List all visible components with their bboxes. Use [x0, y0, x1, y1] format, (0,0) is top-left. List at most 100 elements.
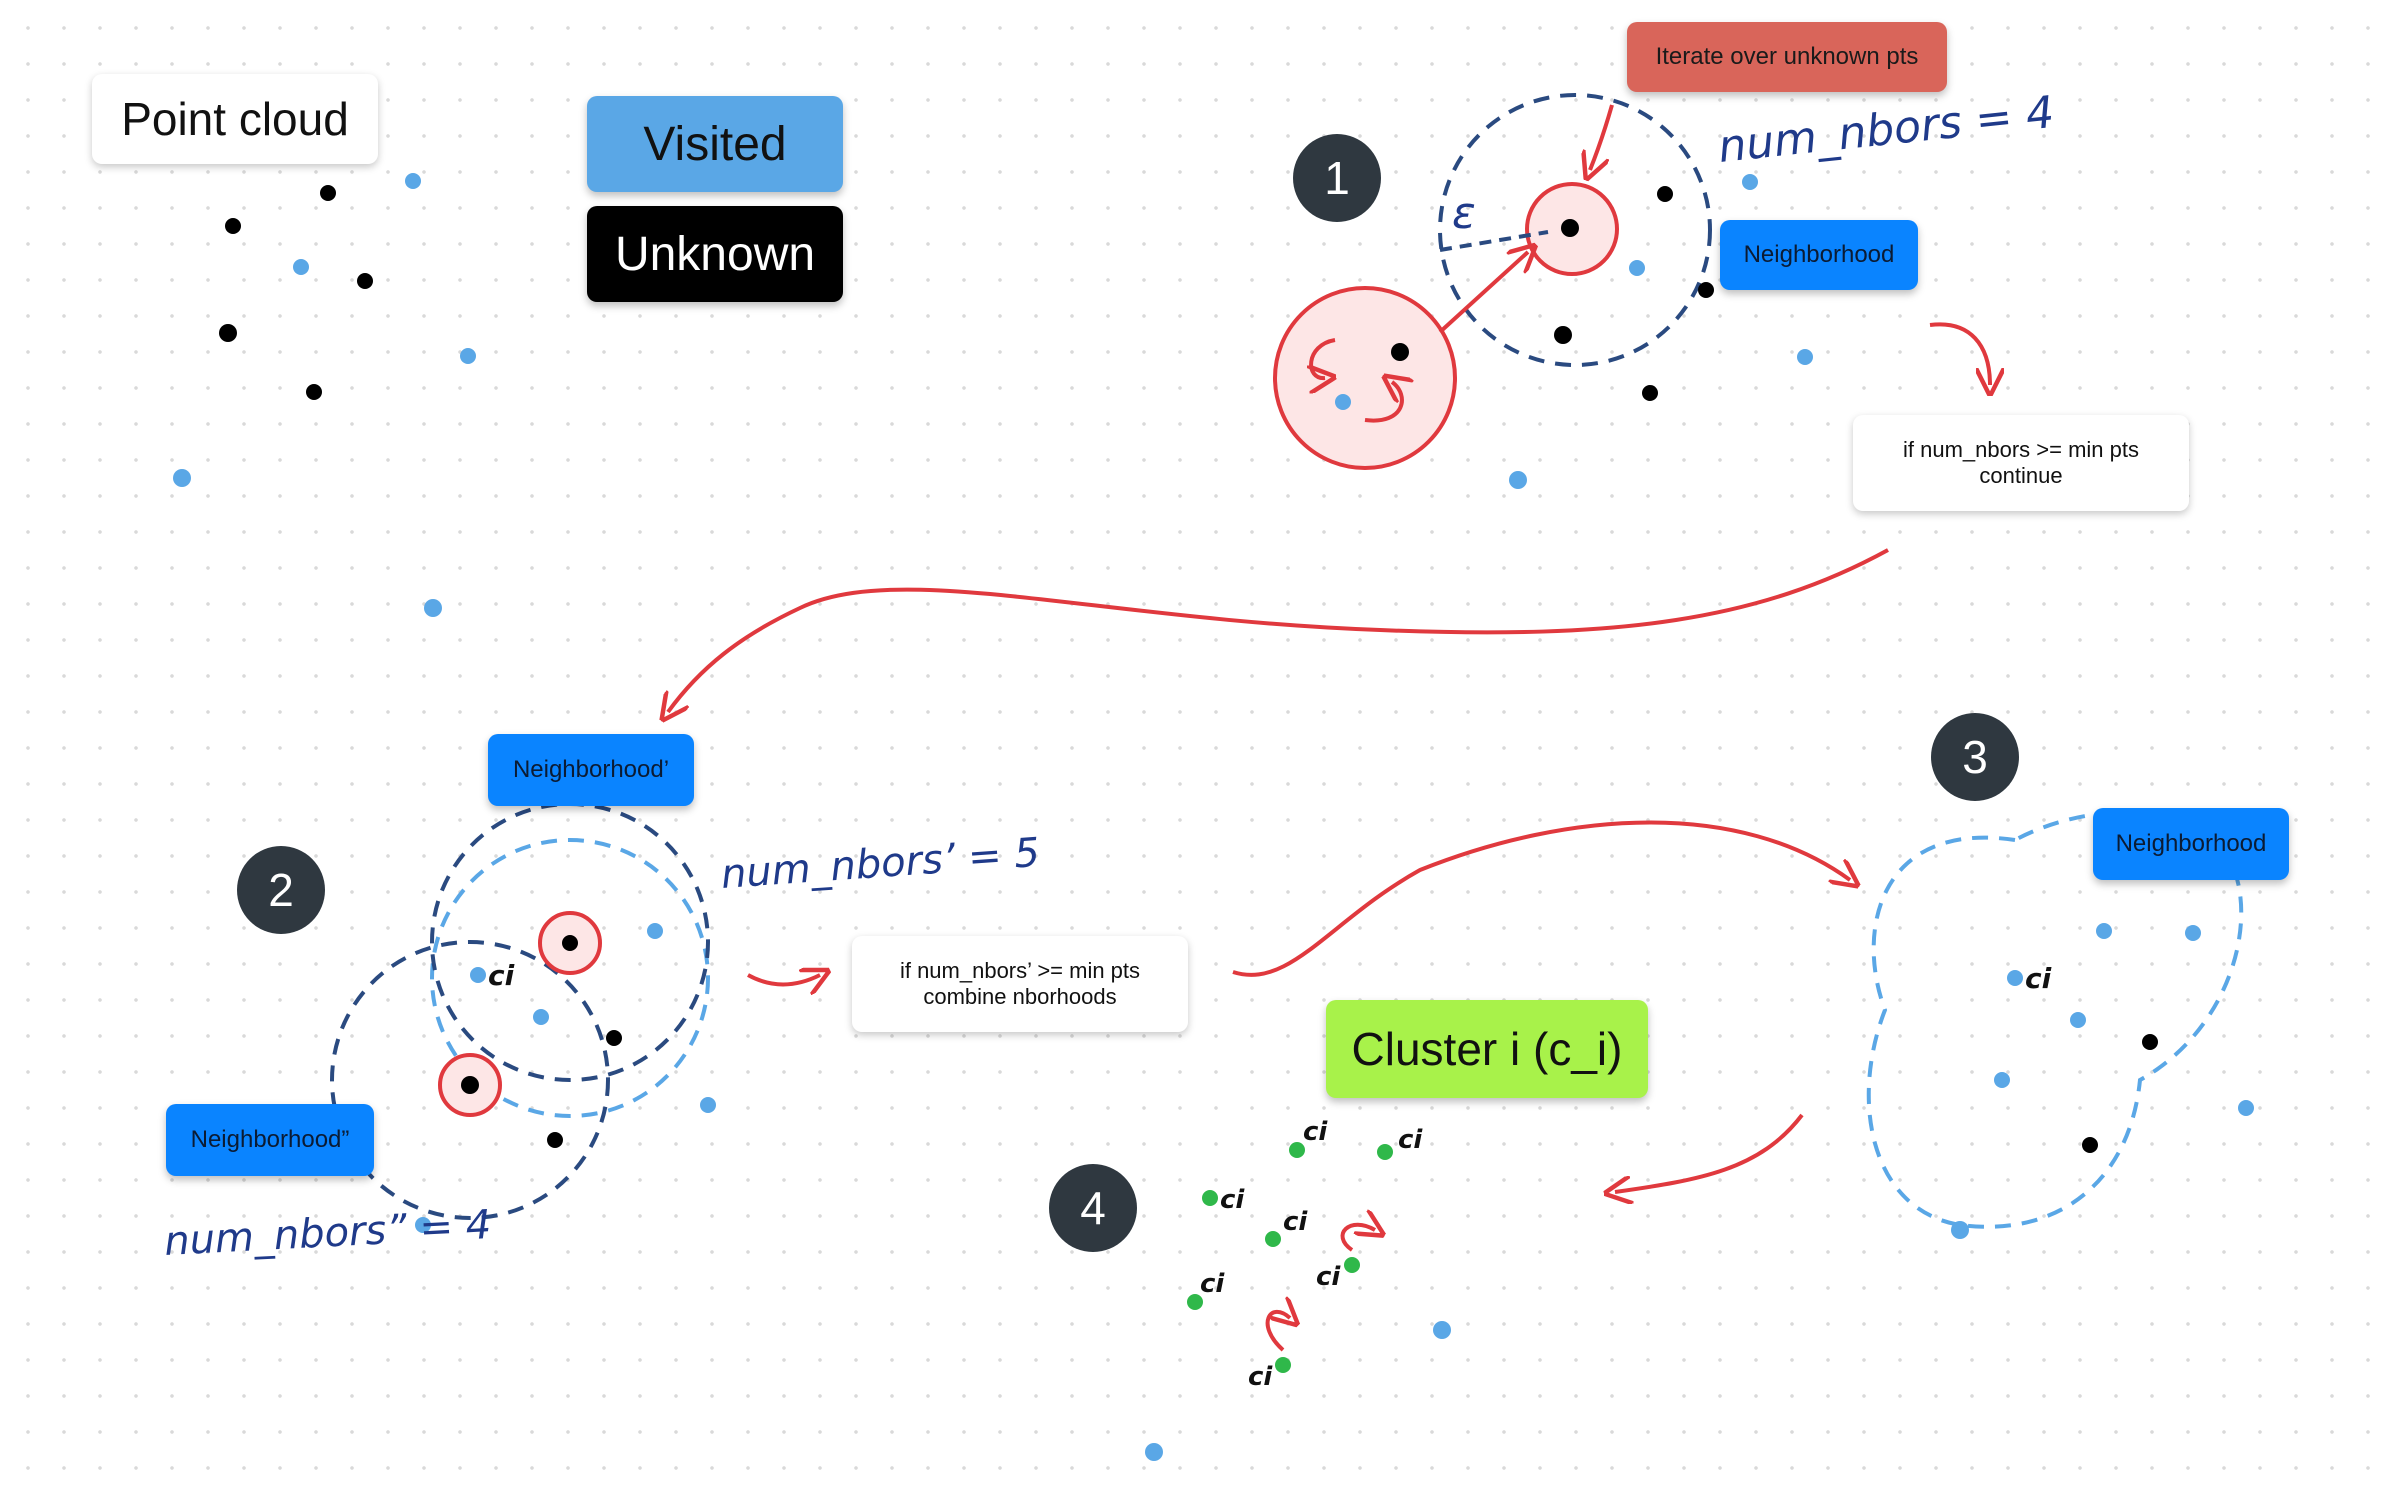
unknown-point	[225, 218, 241, 234]
unknown-point	[320, 185, 336, 201]
step1-drawing: ε num_nbors = 4	[1273, 87, 2057, 489]
condition-line: if num_nbors >= min pts	[1902, 437, 2139, 462]
neighborhood-double-tag: Neighborhood”	[166, 1104, 374, 1176]
cluster-point	[1344, 1257, 1360, 1273]
condition-arrow	[747, 975, 820, 984]
visited-point	[405, 173, 421, 189]
unknown-point	[1657, 186, 1673, 202]
visited-point	[1433, 1321, 1451, 1339]
unknown-point	[219, 324, 237, 342]
step3-drawing: ci	[1866, 810, 2254, 1239]
unknown-point	[1554, 326, 1572, 344]
visited-point	[2238, 1100, 2254, 1116]
current-point	[1561, 219, 1579, 237]
step-badge-4: 4	[1049, 1164, 1137, 1252]
unknown-point	[357, 273, 373, 289]
unknown-point	[1698, 282, 1714, 298]
epsilon-label: ε	[1452, 188, 1476, 239]
visited-point	[1509, 471, 1527, 489]
epsilon-neighborhood-circle	[1438, 93, 1712, 367]
visited-point	[2096, 923, 2112, 939]
core-point	[562, 935, 578, 951]
ci-label: ci	[2025, 962, 2052, 995]
visited-point	[1629, 260, 1645, 276]
visited-point	[1994, 1072, 2010, 1088]
num-nbors-double-label: num_nbors” = 4	[163, 1202, 492, 1265]
num-nbors-label: num_nbors = 4	[1716, 87, 2057, 173]
condition-box-1: if num_nbors >= min pts continue	[1853, 415, 2189, 511]
visited-point	[2185, 925, 2201, 941]
cluster-point	[1275, 1357, 1291, 1373]
flow-arrow-2-to-3	[1232, 820, 1850, 977]
neighborhood-tag: Neighborhood	[1720, 220, 1918, 290]
ci-label: ci	[488, 959, 515, 992]
ci-label: ci	[1316, 1262, 1341, 1292]
visited-legend: Visited	[587, 96, 843, 192]
unknown-legend: Unknown	[587, 206, 843, 302]
assign-arrow	[1340, 1225, 1375, 1252]
ci-label: ci	[1220, 1185, 1245, 1215]
unknown-point	[547, 1132, 563, 1148]
visited-point	[2007, 970, 2023, 986]
visited-point	[460, 348, 476, 364]
num-nbors-prime-label: num_nbors’ = 5	[719, 830, 1041, 898]
condition-line: combine nborhoods	[923, 984, 1117, 1009]
visited-point	[700, 1097, 716, 1113]
legend-point-cloud	[173, 173, 476, 617]
cluster-label: Cluster i (c_i)	[1326, 1000, 1648, 1098]
visited-point	[533, 1009, 549, 1025]
loop-arrow	[1364, 382, 1402, 423]
visited-point	[293, 259, 309, 275]
unknown-point	[2142, 1034, 2158, 1050]
epsilon-radius-line	[1439, 230, 1549, 252]
ci-label: ci	[1398, 1125, 1423, 1155]
core-point	[461, 1076, 479, 1094]
visited-point	[173, 469, 191, 487]
visited-point	[1951, 1221, 1969, 1239]
assign-arrow	[1265, 1312, 1290, 1352]
loop-arrow	[1311, 338, 1335, 378]
unknown-point	[1642, 385, 1658, 401]
iterate-header: Iterate over unknown pts	[1627, 22, 1947, 92]
header-arrow	[1590, 104, 1614, 170]
cluster-point	[1265, 1231, 1281, 1247]
cluster-point	[1377, 1144, 1393, 1160]
step4-drawing: ci ci ci ci ci ci ci	[1145, 1117, 1451, 1461]
combined-neighborhood-circle	[430, 838, 710, 1118]
visited-point	[647, 923, 663, 939]
condition-arrow	[1929, 322, 1990, 385]
visited-point	[1145, 1443, 1163, 1461]
condition-box-2: if num_nbors’ >= min pts combine nborhoo…	[852, 936, 1188, 1032]
ci-label: ci	[1200, 1269, 1225, 1299]
step-badge-3: 3	[1931, 713, 2019, 801]
visited-point	[2070, 1012, 2086, 1028]
unknown-point	[306, 384, 322, 400]
step-badge-1: 1	[1293, 134, 1381, 222]
unknown-point	[2082, 1137, 2098, 1153]
cluster-point	[1202, 1190, 1218, 1206]
flow-arrow-3-to-4	[1615, 1113, 1804, 1192]
ci-label: ci	[1248, 1362, 1273, 1392]
ci-label: ci	[1303, 1117, 1328, 1147]
visited-point	[424, 599, 442, 617]
unknown-point	[1391, 343, 1409, 361]
visited-point	[1742, 174, 1758, 190]
flow-arrow-1-to-2	[668, 548, 1889, 712]
cluster-point	[1289, 1142, 1305, 1158]
iteration-circle	[1273, 286, 1457, 470]
neighborhood-double-circle	[330, 940, 610, 1220]
step-badge-2: 2	[237, 846, 325, 934]
iteration-arrow	[1438, 252, 1528, 334]
visited-point	[470, 967, 486, 983]
visited-point	[415, 1217, 431, 1233]
condition-line: if num_nbors’ >= min pts	[899, 958, 1141, 983]
point-cloud-label: Point cloud	[92, 74, 378, 164]
merged-neighborhood-boundary	[1866, 810, 2244, 1229]
unknown-point	[606, 1030, 622, 1046]
neighborhood-prime-tag: Neighborhood’	[488, 734, 694, 806]
ci-label: ci	[1283, 1207, 1308, 1237]
visited-point	[1335, 394, 1351, 410]
cluster-point	[1187, 1294, 1203, 1310]
visited-point	[1797, 349, 1813, 365]
